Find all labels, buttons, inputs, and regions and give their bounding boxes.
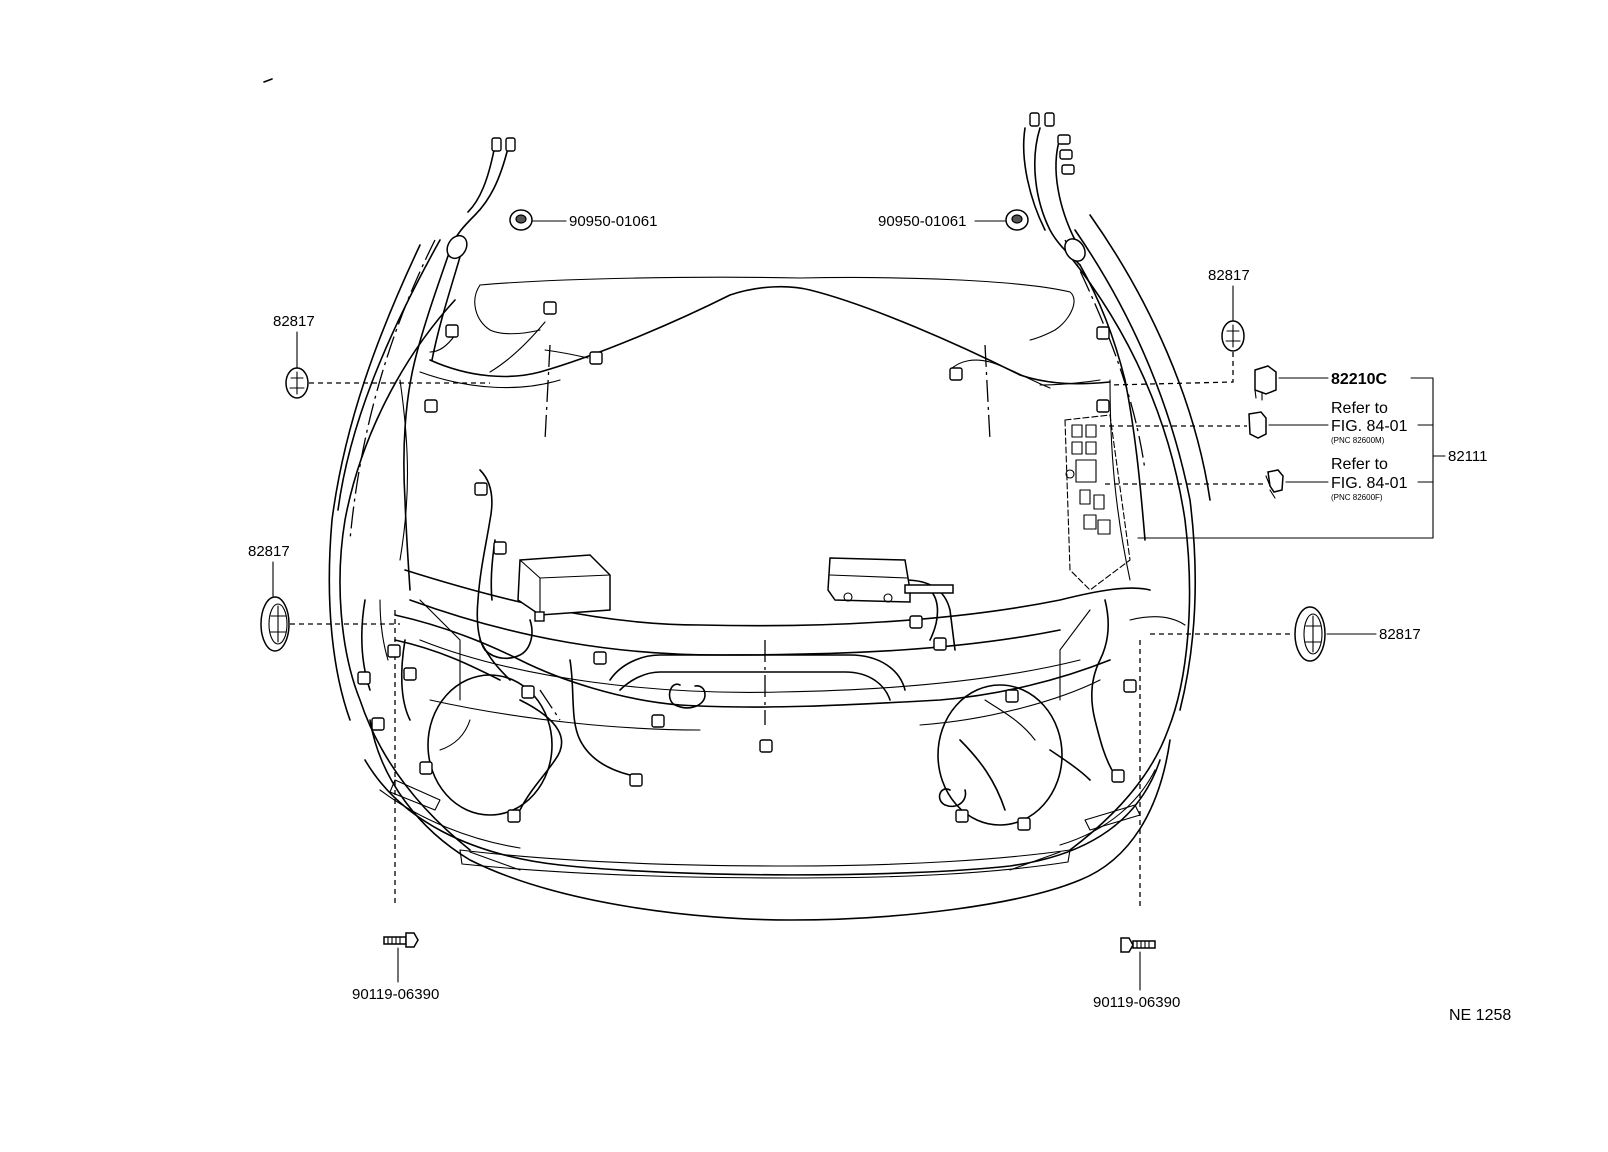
clamp-upper-left-label: 82817: [273, 313, 315, 330]
harness-part-label: 82111: [1448, 448, 1488, 465]
grommet-left-label: 90950-01061: [569, 213, 657, 230]
clamp-82817-upper-right: [1109, 285, 1245, 386]
bolt-90119-06390-left: [383, 932, 419, 983]
relay-block-left: [517, 554, 611, 622]
refer-2-pnc: (PNC 82600F): [1331, 493, 1383, 502]
junction-block: [1064, 414, 1131, 591]
clamp-82817-upper-left: [285, 331, 490, 399]
refer-1-line1: Refer to: [1331, 400, 1388, 417]
refer-1-pnc: (PNC 82600M): [1331, 436, 1385, 445]
refer-1-line2: FIG. 84-01: [1331, 418, 1408, 435]
horn-brackets: [668, 683, 967, 808]
bolt-left-label: 90119-06390: [352, 986, 439, 1003]
bolt-right-label: 90119-06390: [1093, 994, 1180, 1011]
clamp-82817-mid-right: [1150, 606, 1377, 662]
grommet-90950-01061-right: [974, 209, 1029, 231]
harness-connectors: [357, 112, 1137, 831]
clamp-upper-right-label: 82817: [1208, 267, 1250, 284]
refer-fig-84-01-block-2: [1105, 469, 1329, 499]
refer-2-line2: FIG. 84-01: [1331, 475, 1408, 492]
relay-block-right: [827, 557, 954, 603]
grommet-90950-01061-left: [509, 209, 567, 231]
refer-fig-84-01-block-1: [1100, 411, 1329, 439]
harness-grommets: [446, 234, 1086, 262]
clamp-mid-left-label: 82817: [248, 543, 290, 560]
refer-2-line1: Refer to: [1331, 456, 1388, 473]
clamp-mid-right-label: 82817: [1379, 626, 1421, 643]
figure-code: NE 1258: [1449, 1007, 1511, 1024]
relay-82210c: [1254, 365, 1329, 401]
relay-part-label: 82210C: [1331, 371, 1387, 388]
harness-82111-bracket: [1137, 377, 1446, 539]
bolt-90119-06390-right: [1120, 937, 1156, 991]
vehicle-body-outline: [328, 214, 1211, 921]
wire-harness: [360, 127, 1186, 910]
phantom-lines: [349, 239, 1146, 725]
clamp-82817-mid-left: [260, 561, 400, 652]
stray-mark: [263, 78, 273, 83]
grommet-right-label: 90950-01061: [878, 213, 966, 230]
